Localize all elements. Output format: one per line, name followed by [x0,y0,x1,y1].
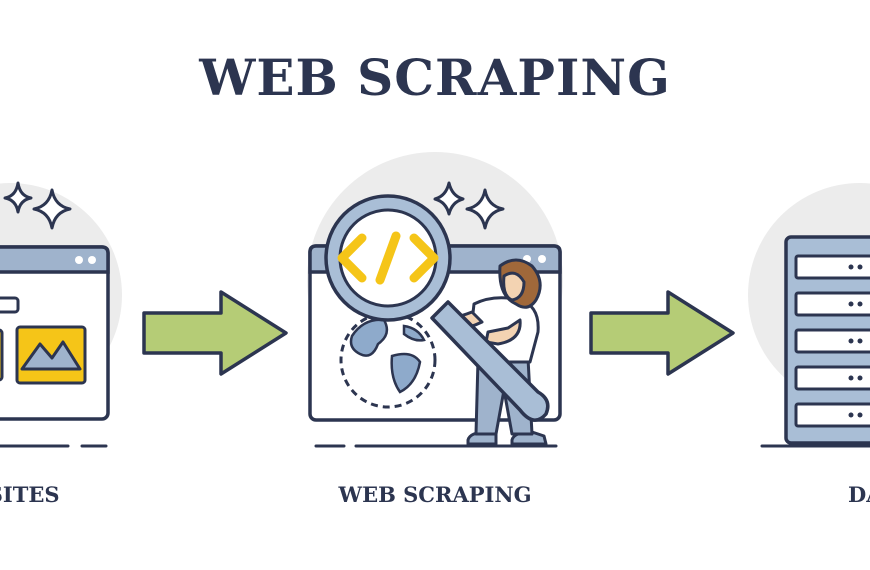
main-title: WEB SCRAPING [199,48,671,107]
step-label-data: DA [848,482,870,507]
code-icon [337,231,439,285]
step-label-web-scraping: WEB SCRAPING [338,482,532,507]
arrow-right-icon [142,290,288,376]
sparkle-icon [3,181,72,230]
websites-step [0,181,122,448]
data-step [748,183,870,448]
web-scraping-step [307,152,563,448]
image-placeholder-icon [15,325,87,385]
sparkle-icon [433,181,505,230]
magnifying-glass-icon [324,194,550,422]
step-label-websites: EBSITES [0,482,60,507]
server-rack-icon [784,235,870,445]
website-browser-window [0,245,110,421]
arrow-right-icon [589,290,735,376]
globe-icon [339,311,437,409]
